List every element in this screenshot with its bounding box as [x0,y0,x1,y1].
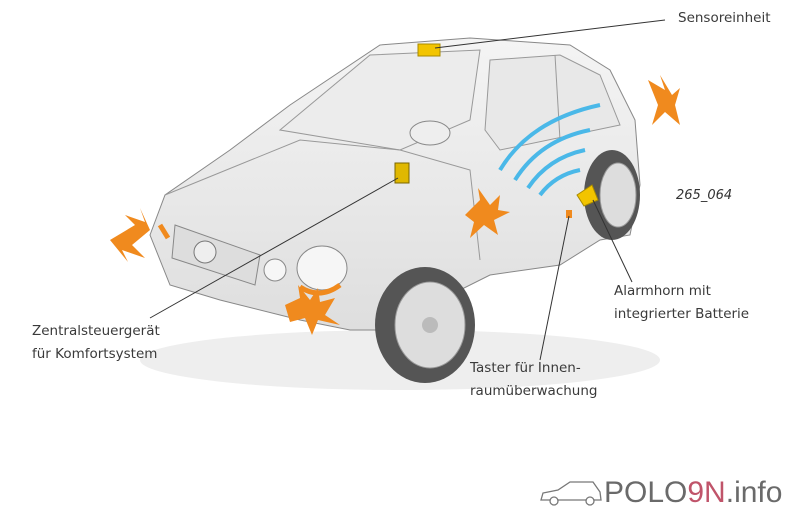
vw-badge [193,240,217,264]
logo-text-accent: 9N [687,476,726,509]
car-logo-icon [540,481,602,506]
signal-waves [498,103,601,197]
figure-id: 265_064 [676,188,733,203]
switch-component [566,210,572,218]
alarm-horn-component [576,184,599,207]
front-wheel [375,267,475,383]
side-mirror [409,120,451,146]
logo-text: POLO [604,476,688,509]
hood-line [164,139,481,261]
label-switch: Taster für Innen- raumüberwachung [470,357,598,403]
label-line: raumüberwachung [470,383,598,399]
rear-wheel [584,150,640,240]
indicator-light [157,223,171,240]
indicator-light [298,282,342,296]
leader-lines [149,19,666,361]
sensor-unit-component [417,43,441,57]
fog-light [263,258,287,282]
side-windows [484,54,621,151]
logo-text-suffix: .info [725,476,783,509]
label-alarm-horn: Alarmhorn mit integrierter Batterie [614,280,749,326]
label-line: für Komfortsystem [32,346,158,362]
label-line: Taster für Innen- [470,360,581,376]
central-unit-component [394,162,410,184]
flash-icons [110,75,680,335]
window-pillar [554,54,561,141]
label-line: integrierter Batterie [614,306,750,322]
label-line: Alarmhorn mit [614,283,711,299]
headlight [296,245,348,291]
label-sensor-unit: Sensoreinheit [678,10,771,26]
label-central-unit: Zentralsteuergerät für Komfortsystem [32,320,160,366]
label-line: Zentralsteuergerät [32,323,160,339]
